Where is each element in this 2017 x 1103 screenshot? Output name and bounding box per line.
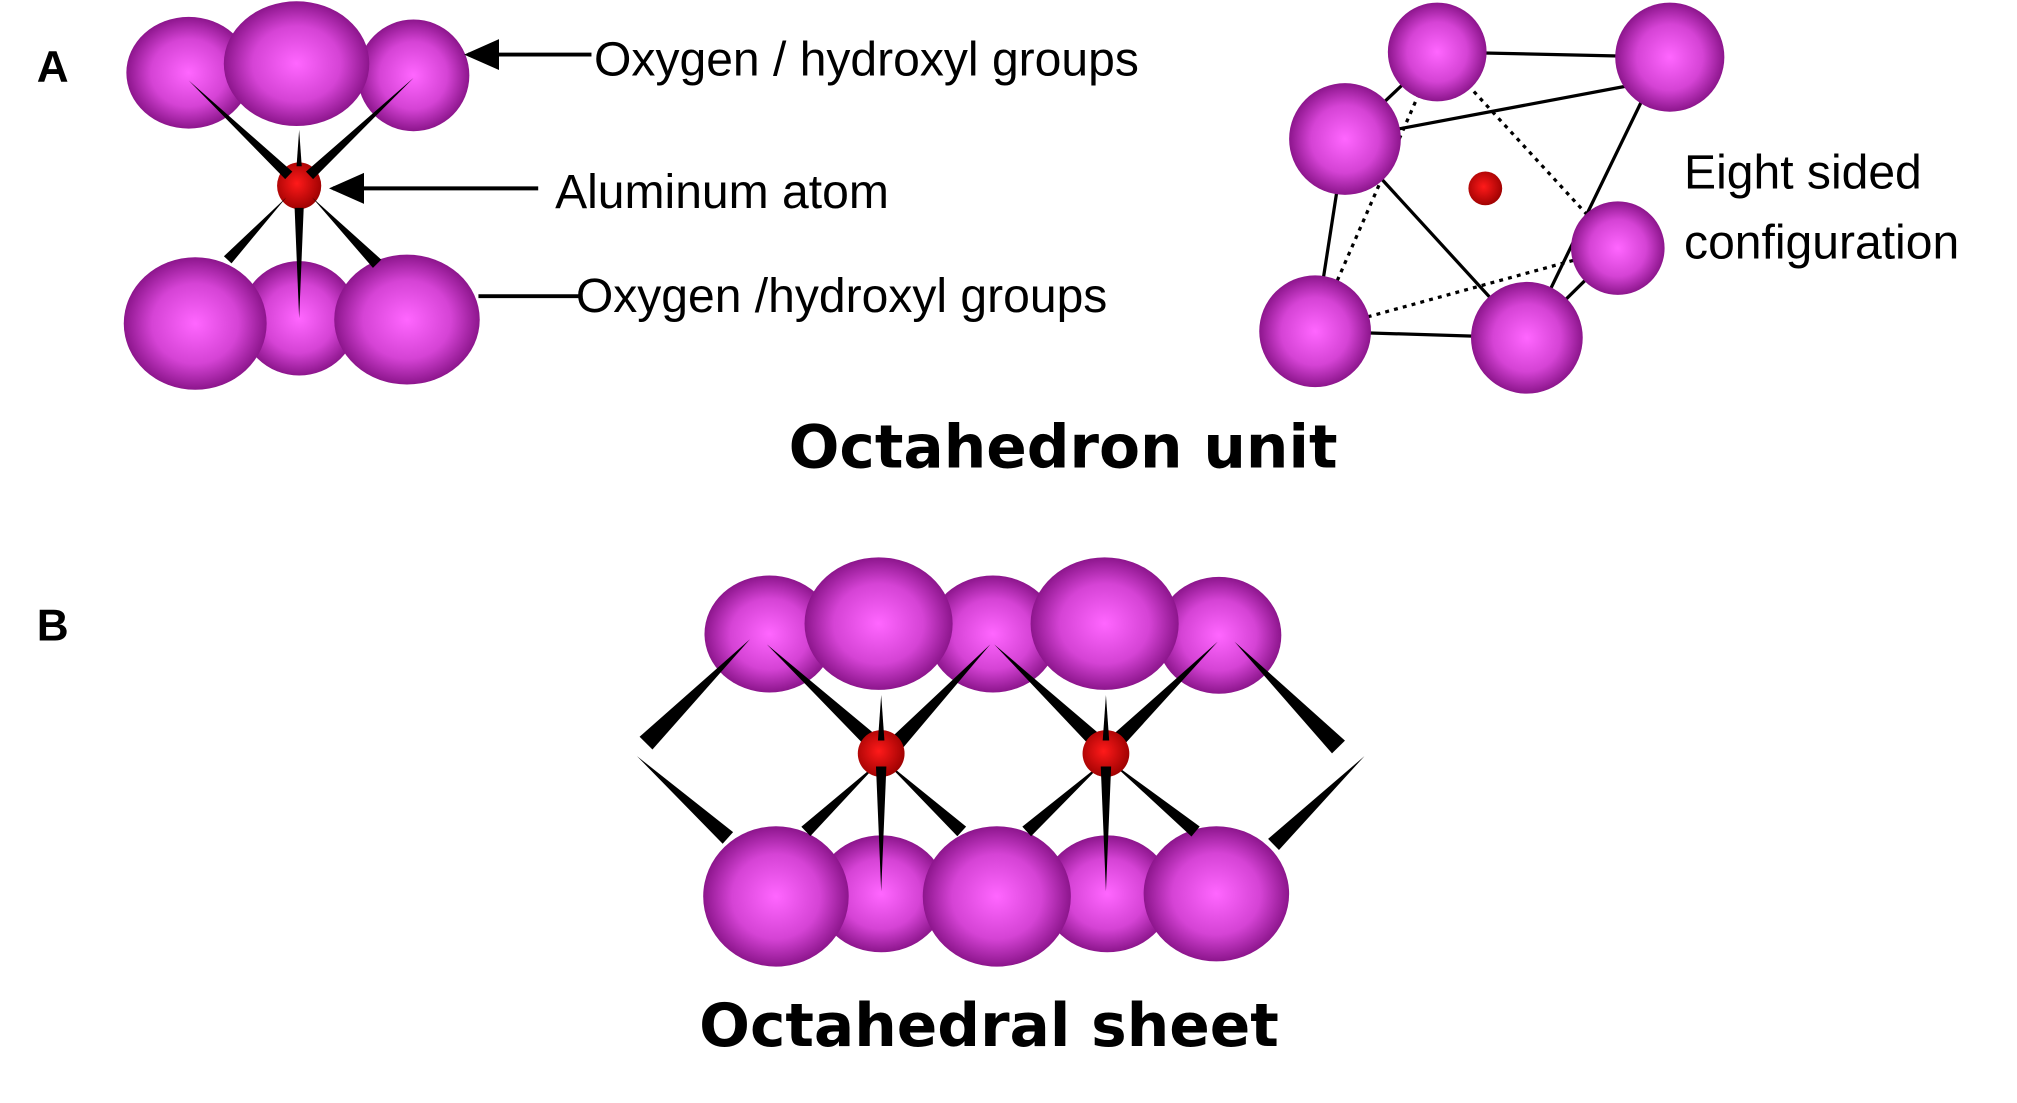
bond-wedge: [883, 760, 967, 837]
bond-wedge: [1109, 641, 1218, 749]
oxygen-atom: [1471, 281, 1583, 394]
bond-wedge: [639, 639, 750, 750]
oxygen-atom: [123, 257, 267, 390]
bond-wedge: [1022, 760, 1106, 837]
oxygen-atom: [1030, 557, 1179, 690]
bond-wedge: [223, 197, 287, 264]
sheet-bonds: [636, 639, 1365, 851]
oxygen-atom: [816, 835, 947, 953]
oxygen-atom: [703, 826, 849, 967]
bonds-front: [188, 77, 414, 319]
bond-wedge: [1268, 756, 1365, 851]
label-aluminum: Aluminum atom: [555, 165, 889, 219]
aluminum-atom: [857, 730, 905, 777]
oxygen-atom: [922, 826, 1071, 967]
bond-wedge: [296, 129, 302, 167]
bond-wedge: [188, 80, 293, 180]
sheet-top-layer: [704, 557, 1282, 694]
sheet-bonds-front: [875, 695, 1112, 892]
oxygen-atom: [1387, 2, 1487, 102]
bond-wedge: [294, 207, 304, 319]
label-top-oxygen: Oxygen / hydroxyl groups: [594, 32, 1139, 86]
bond-wedge: [766, 644, 879, 749]
oxygen-atom: [223, 1, 370, 127]
panel-a-letter: A: [37, 43, 69, 92]
title-octahedron-unit: Octahedron unit: [789, 414, 1338, 483]
bond-wedge: [312, 197, 382, 268]
bond-wedge: [994, 644, 1104, 749]
sheet-bottom-layer: [703, 826, 1290, 967]
label-bottom-oxygen: Oxygen /hydroxyl groups: [576, 269, 1107, 323]
bond-wedge: [1100, 766, 1112, 892]
oxygen-atom: [334, 254, 480, 385]
oxygen-atom: [1042, 835, 1173, 953]
label-eight-sided: Eight sided: [1684, 145, 1922, 199]
bond-wedge: [1102, 695, 1110, 741]
oxygen-atom: [927, 575, 1058, 693]
bond-wedge: [877, 695, 885, 741]
panel-b-letter: B: [37, 601, 69, 650]
oxygen-atom: [1615, 2, 1725, 112]
label-configuration: configuration: [1684, 216, 1959, 270]
title-octahedral-sheet: Octahedral sheet: [699, 992, 1279, 1061]
bond-wedge: [305, 77, 414, 180]
oxygen-atom: [804, 557, 953, 690]
oxygen-atom: [1156, 576, 1282, 694]
oxygen-atom: [126, 16, 252, 129]
bottom-oxygen-layer: [123, 254, 480, 390]
oxygen-atom: [1143, 826, 1290, 962]
oxygen-atom: [1259, 275, 1371, 388]
bond-wedge: [1234, 641, 1345, 754]
oxygen-atom: [1571, 201, 1665, 295]
aluminum-atom: [1082, 730, 1130, 777]
bond-wedge: [801, 760, 882, 837]
top-oxygen-layer: [126, 1, 470, 132]
bond-wedge: [636, 756, 734, 844]
bond-wedge: [891, 644, 991, 749]
oxygen-atom: [704, 575, 835, 693]
bond-wedge: [875, 766, 887, 892]
bond-wedge: [1108, 760, 1200, 837]
oxygen-atom: [1289, 83, 1401, 195]
aluminum-atom: [1468, 171, 1503, 206]
octahedron-atoms: [1259, 2, 1725, 394]
